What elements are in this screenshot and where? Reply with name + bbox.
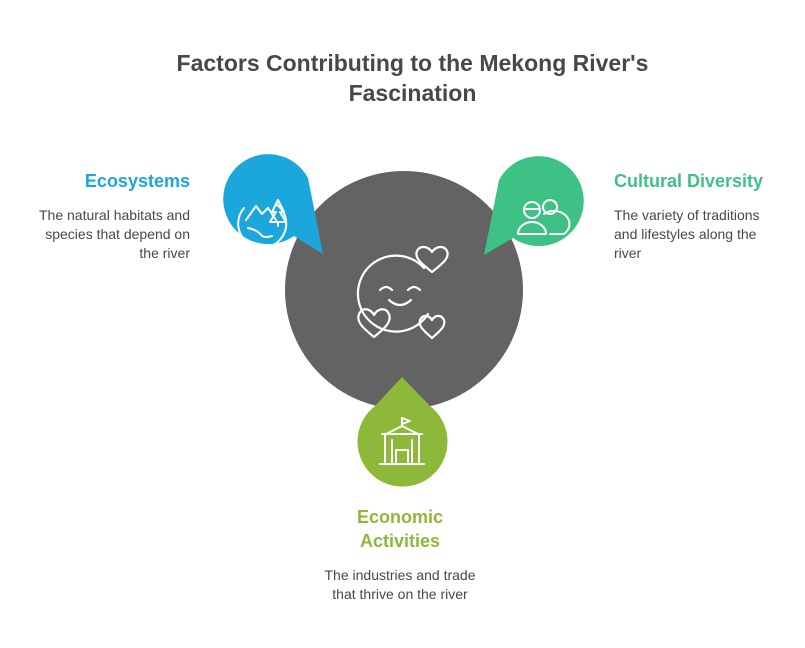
ecosystems-desc-line-2: species that depend on bbox=[45, 226, 190, 242]
smiling-face-with-hearts-icon bbox=[356, 245, 449, 340]
page-title: Factors Contributing to the Mekong River… bbox=[0, 48, 805, 108]
ecosystems-heading: Ecosystems bbox=[84, 171, 190, 191]
ecosystems-desc-line-3: the river bbox=[139, 245, 190, 261]
cultural-desc-line-2: and lifestyles along the bbox=[614, 226, 757, 242]
cultural-diversity-heading: Cultural Diversity bbox=[614, 171, 764, 191]
economic-desc-line-2: that thrive on the river bbox=[332, 586, 468, 602]
economic-activities-description: The industries and trade that thrive on … bbox=[290, 566, 510, 604]
economic-activities-heading: Economic Activities bbox=[300, 505, 500, 553]
ecosystems-desc-line-1: The natural habitats and bbox=[39, 207, 190, 223]
ecosystems-description: The natural habitats and species that de… bbox=[10, 206, 190, 263]
cultural-diversity-description: The variety of traditions and lifestyles… bbox=[614, 206, 799, 263]
economic-desc-line-1: The industries and trade bbox=[324, 567, 476, 583]
cultural-desc-line-1: The variety of traditions bbox=[614, 207, 760, 223]
title-line-2: Fascination bbox=[348, 80, 477, 106]
economic-drop bbox=[357, 377, 448, 487]
economic-heading-line-2: Activities bbox=[359, 531, 441, 551]
two-people-icon bbox=[517, 199, 571, 235]
cultural-drop bbox=[484, 156, 584, 255]
ecosystems-drop bbox=[223, 154, 323, 254]
building-with-flag-icon bbox=[379, 417, 425, 465]
center-circle bbox=[285, 171, 523, 409]
landscape-globe-icon bbox=[237, 199, 288, 249]
title-line-1: Factors Contributing to the Mekong River… bbox=[176, 50, 649, 76]
economic-heading-line-1: Economic bbox=[356, 507, 444, 527]
cultural-desc-line-3: river bbox=[614, 245, 642, 261]
